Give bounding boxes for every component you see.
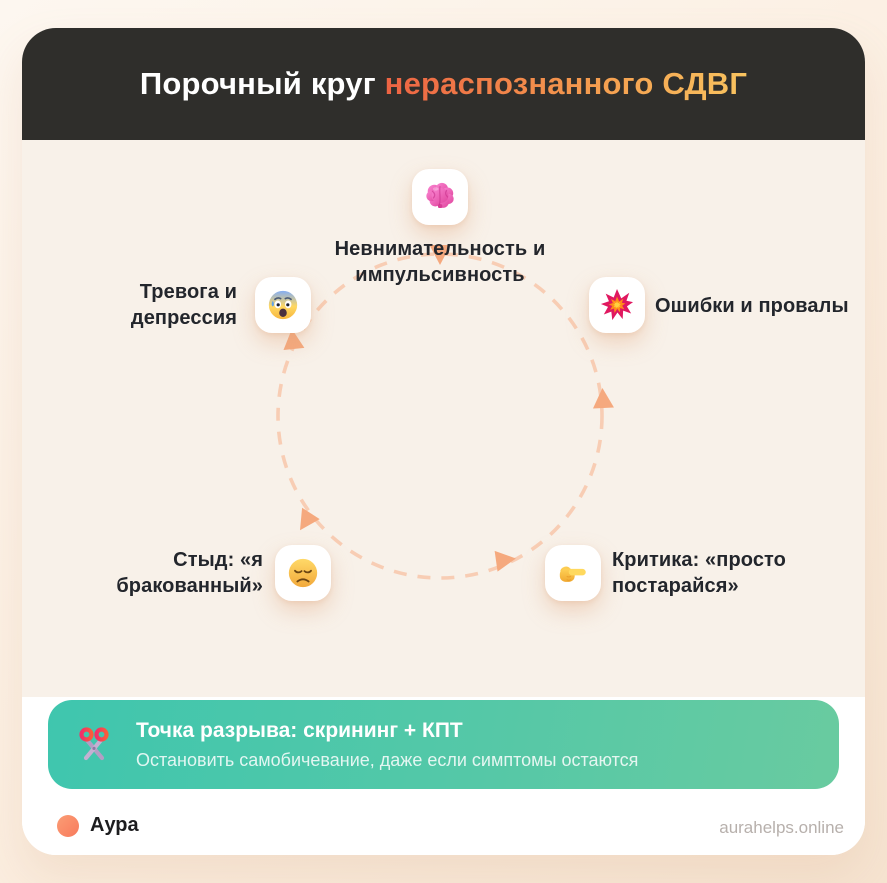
- arrow-top: [429, 245, 451, 265]
- label-errors: Ошибки и провалы: [655, 295, 849, 317]
- cycle-node-shame: [275, 545, 331, 601]
- page-title-plain: Порочный круг: [139, 66, 376, 101]
- collision-icon: [600, 288, 634, 321]
- label-criticism: Критика: «просто постарайся»: [612, 549, 787, 597]
- cycle-node-errors: [589, 277, 645, 333]
- banner-subtitle: Остановить самобичевание, даже если симп…: [136, 749, 639, 770]
- arrow-left: [283, 329, 305, 351]
- breakpoint-banner: Точка разрыва: скрининг + КПТ Остановить…: [48, 700, 839, 789]
- arrow-bottom: [494, 550, 516, 572]
- cycle-node-inattention: [412, 169, 468, 225]
- page-title: Порочный круг нераспознанного СДВГ: [140, 66, 747, 102]
- website-url: aurahelps.online: [719, 818, 844, 837]
- arrow-bottom-left: [300, 507, 320, 531]
- page-title-accent: нераспознанного СДВГ: [384, 66, 748, 101]
- label-shame: Стыд: «я бракованный»: [116, 549, 263, 597]
- banner-title: Точка разрыва: скрининг + КПТ: [136, 718, 463, 742]
- cycle-circle-graphic: [276, 245, 614, 580]
- banner-text: Точка разрыва: скрининг + КПТ Остановить…: [136, 719, 638, 771]
- scissors-icon: [79, 726, 109, 760]
- cycle-node-anxiety: [255, 277, 311, 333]
- brand-name: Аура: [90, 814, 139, 836]
- fearful-face-icon: [268, 290, 298, 320]
- label-anxiety: Тревога и депрессия: [130, 281, 237, 329]
- header: Порочный круг нераспознанного СДВГ: [22, 28, 865, 140]
- arrow-right: [592, 388, 614, 409]
- label-inattention: Невнимательность и импульсивность: [334, 238, 546, 286]
- sad-face-icon: [288, 558, 318, 588]
- cycle-diagram: Невнимательность и импульсивность: [22, 140, 865, 697]
- brain-icon: [426, 182, 454, 209]
- pointing-hand-icon: [559, 566, 586, 582]
- bottom-section: Точка разрыва: скрининг + КПТ Остановить…: [22, 697, 865, 855]
- infographic-card: Порочный круг нераспознанного СДВГ: [22, 28, 865, 855]
- brand-dot-icon: [57, 814, 79, 837]
- cycle-node-criticism: [545, 545, 601, 601]
- brand: Аура: [57, 814, 139, 837]
